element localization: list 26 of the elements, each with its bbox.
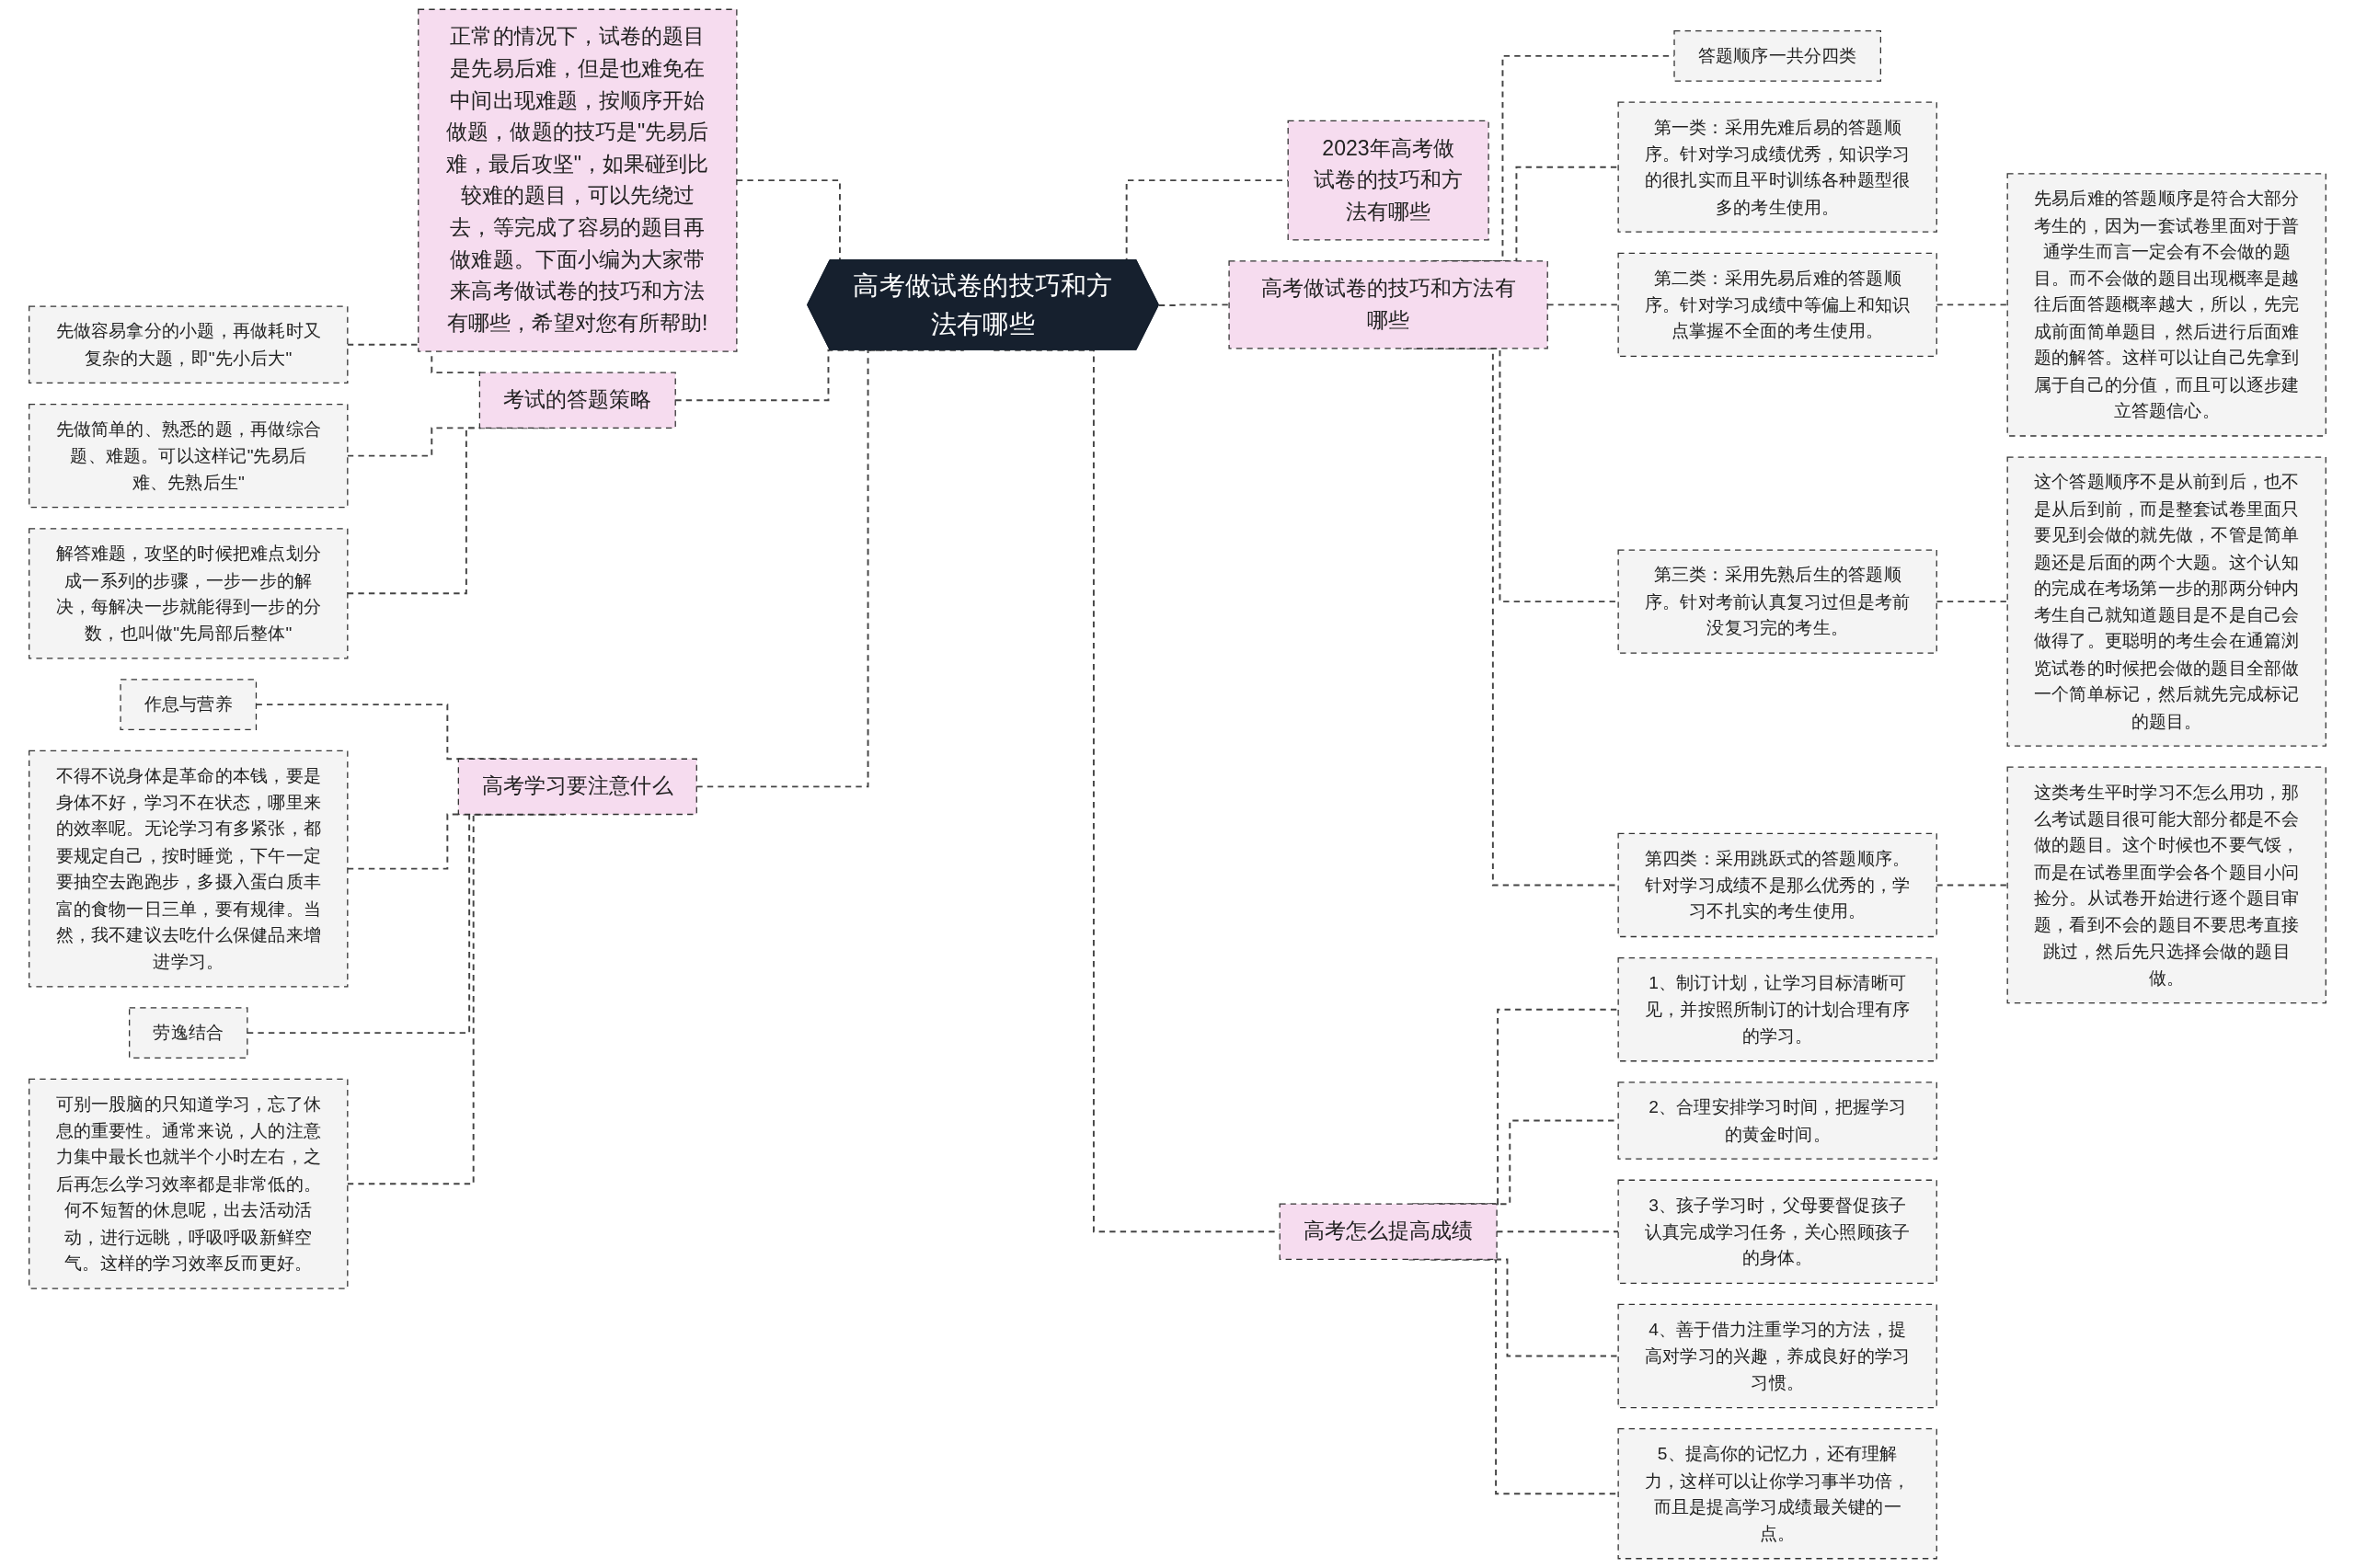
node-box: 第三类：采用先熟后生的答题顺序。针对考前认真复习过但是考前没复习完的考生。 [1617, 549, 1937, 654]
node-box: 先做简单的、熟悉的题，再做综合题、难题。可以这样记"先易后难、先熟后生" [29, 403, 349, 509]
node-box: 劳逸结合 [129, 1007, 248, 1059]
node-box: 答题顺序一共分四类 [1673, 30, 1881, 82]
node-box: 2023年高考做试卷的技巧和方法有哪些 [1287, 120, 1489, 241]
node-box: 第一类：采用先难后易的答题顺序。针对学习成绩优秀，知识学习的很扎实而且平时训练各种题型很多的考生使用。 [1617, 101, 1937, 233]
node-box: 不得不说身体是革命的本钱，要是身体不好，学习不在状态，哪里来的效率呢。无论学习有多紧张，都要规定自己，按时睡觉，下午一定要抽空去跑跑步，多摄入蛋白质丰富的食物一日三单，要有规律。当然，我不建议去吃什么保健品来增进学习。 [29, 750, 349, 988]
node-box: 3、孩子学习时，父母要督促孩子认真完成学习任务，关心照顾孩子的身体。 [1617, 1179, 1937, 1285]
node-box: 这个答题顺序不是从前到后，也不是从后到前，而是整套试卷里面只要见到会做的就先做，不管是简单题还是后面的两个大题。这个认知的完成在考场第一步的那两分钟内考生自己就知道题目是不是自己会做得了。更聪明的考生会在通篇浏览试卷的时候把会做的题目全部做一个简单标记，然后就先完成标记的题目。 [2006, 456, 2326, 747]
node-box: 高考学习要注意什么 [457, 758, 697, 816]
node-box: 5、提高你的记忆力，还有理解力，这样可以让你学习事半功倍，而且是提高学习成绩最关键的一点。 [1617, 1428, 1937, 1560]
node-box: 高考怎么提高成绩 [1279, 1203, 1498, 1261]
node-box: 1、制订计划，让学习目标清晰可见，并按照所制订的计划合理有序的学习。 [1617, 956, 1937, 1062]
node-box: 高考做试卷的技巧和方法有哪些 [1228, 260, 1548, 349]
node-box: 解答难题，攻坚的时候把难点划分成一系列的步骤，一步一步的解决，每解决一步就能得到一步的分数，也叫做"先局部后整体" [29, 528, 349, 659]
node-box: 可别一股脑的只知道学习，忘了休息的重要性。通常来说，人的注意力集中最长也就半个小时左右，之后再怎么学习效率都是非常低的。何不短暂的休息呢，出去活动活动，进行远眺，呼吸呼吸新鲜空气。这样的学习效率反而更好。 [29, 1078, 349, 1289]
node-box: 4、善于借力注重学习的方法，提高对学习的兴趣，养成良好的学习习惯。 [1617, 1303, 1937, 1409]
node-box: 先易后难的答题顺序是符合大部分考生的，因为一套试卷里面对于普通学生而言一定会有不会做的题目。而不会做的题目出现概率是越往后面答题概率越大，所以，先完成前面简单题目，然后进行后面难题的解答。这样可以让自己先拿到属于自己的分值，而且可以逐步建立答题信心。 [2006, 173, 2326, 437]
node-box: 这类考生平时学习不怎么用功，那么考试题目很可能大部分都是不会做的题目。这个时候也不要气馁，而是在试卷里面学会各个题目小问捡分。从试卷开始进行逐个题目审题，看到不会的题目不要思考直接跳过，然后先只选择会做的题目做。 [2006, 766, 2326, 1004]
node-box: 正常的情况下，试卷的题目是先易后难，但是也难免在中间出现难题，按顺序开始做题，做题的技巧是"先易后难，最后攻坚"，如果碰到比较难的题目，可以先绕过去，等完成了容易的题目再做难题。下面小编为大家带来高考做试卷的技巧和方法有哪些，希望对您有所帮助! [418, 8, 738, 352]
node-box: 作息与营养 [120, 679, 258, 730]
node-box: 先做容易拿分的小题，再做耗时又复杂的大题，即"先小后大" [29, 305, 349, 384]
node-box: 考试的答题策略 [478, 372, 676, 429]
node-box: 第二类：采用先易后难的答题顺序。针对学习成绩中等偏上和知识点掌握不全面的考生使用。 [1617, 252, 1937, 358]
node-box: 第四类：采用跳跃式的答题顺序。针对学习成绩不是那么优秀的，学习不扎实的考生使用。 [1617, 832, 1937, 938]
node-box: 2、合理安排学习时间，把握学习的黄金时间。 [1617, 1082, 1937, 1160]
